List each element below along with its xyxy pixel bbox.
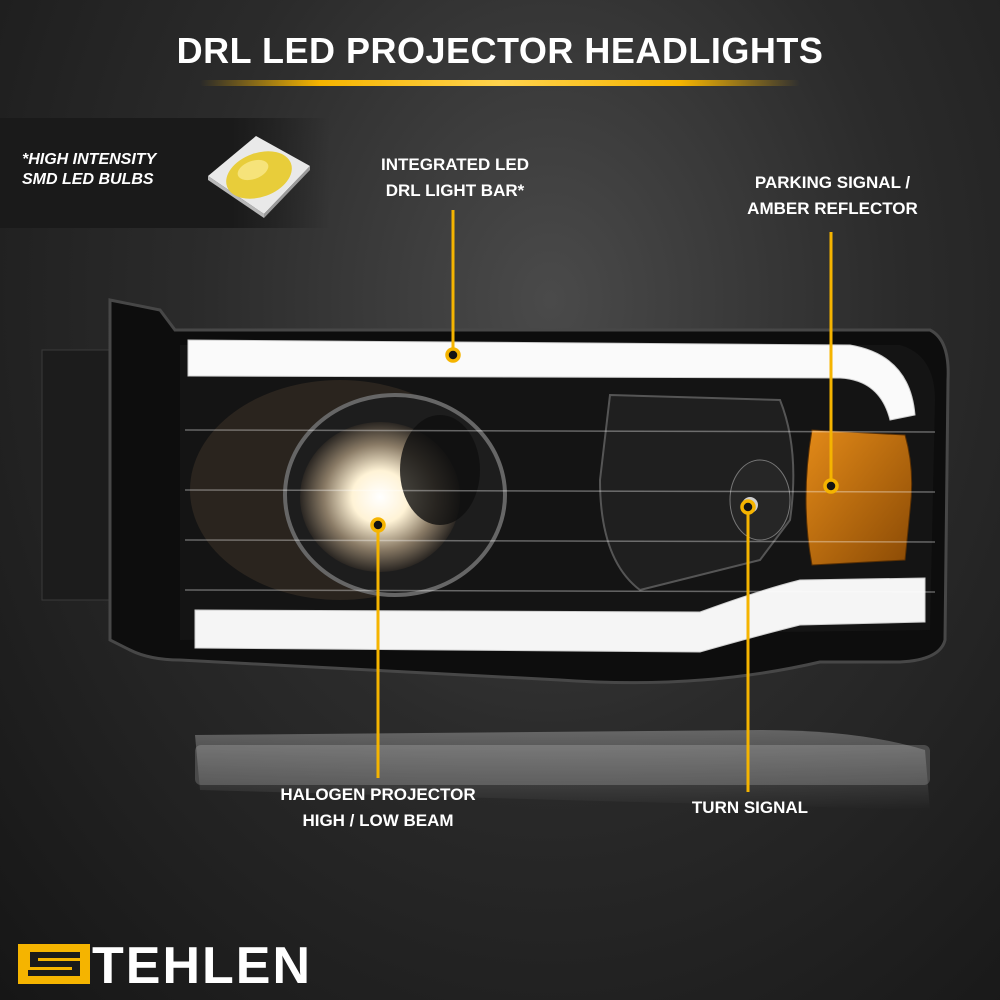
- callout-parking-line1: PARKING SIGNAL /: [754, 173, 911, 192]
- upper-drl-bar: [187, 339, 916, 421]
- smd-led-chip-icon: [208, 136, 310, 218]
- page-title: DRL LED PROJECTOR HEADLIGHTS: [176, 30, 824, 71]
- callout-drl-line1: INTEGRATED LED: [381, 155, 529, 174]
- turn-signal-reflector: [598, 393, 795, 592]
- callout-turn: TURN SIGNAL: [670, 795, 830, 821]
- projector-lens: [190, 380, 507, 600]
- title-underline: [200, 80, 800, 86]
- callout-projector-line1: HALOGEN PROJECTOR: [280, 785, 476, 804]
- callout-parking: PARKING SIGNAL / AMBER REFLECTOR: [730, 170, 935, 222]
- lens-lines: [184, 429, 936, 593]
- led-badge-line1: *HIGH INTENSITY: [22, 151, 157, 168]
- callout-dots: [370, 347, 839, 533]
- led-badge-line2: SMD LED BULBS: [22, 171, 154, 188]
- callout-turn-line1: TURN SIGNAL: [691, 798, 809, 817]
- callout-lines: [376, 210, 833, 792]
- brand-name: TEHLEN: [92, 937, 312, 995]
- callout-projector: HALOGEN PROJECTOR HIGH / LOW BEAM: [258, 782, 498, 834]
- callout-projector-line2: HIGH / LOW BEAM: [302, 811, 454, 830]
- callout-drl-line2: DRL LIGHT BAR*: [385, 181, 525, 200]
- callout-drl: INTEGRATED LED DRL LIGHT BAR*: [355, 152, 555, 204]
- led-badge-text: *HIGH INTENSITY SMD LED BULBS: [22, 150, 197, 190]
- brand-logo-icon: [18, 944, 90, 984]
- amber-reflector: [805, 429, 913, 566]
- callout-parking-line2: AMBER REFLECTOR: [747, 199, 918, 218]
